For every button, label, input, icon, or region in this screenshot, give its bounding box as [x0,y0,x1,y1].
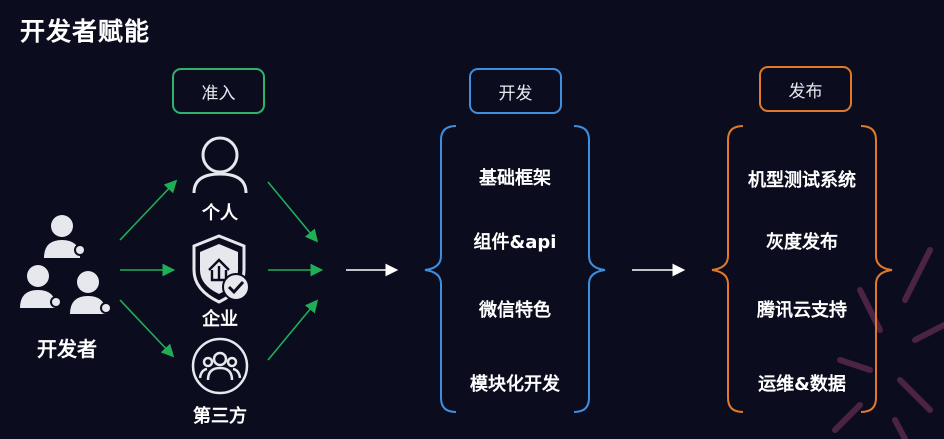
person-icon [192,136,248,194]
stage-badge-entry: 准入 [172,68,265,114]
developer-to-roles-arrows [119,179,178,358]
publish-bracket [711,125,893,413]
publish-item: 灰度发布 [766,232,838,253]
page-title: 开发者赋能 [20,17,151,46]
developer-group-icon [20,215,112,314]
develop-item: 组件&api [473,232,557,253]
publish-item: 腾讯云支持 [757,300,847,321]
develop-item: 基础框架 [479,168,551,189]
role-label-third-party: 第三方 [193,406,247,427]
develop-item: 微信特色 [479,300,551,321]
enterprise-shield-icon [192,234,250,304]
develop-bracket [424,125,606,413]
publish-item: 运维&数据 [758,374,846,395]
stage-badge-develop: 开发 [469,68,562,114]
role-label-enterprise: 企业 [202,309,238,330]
decorative-burst [832,247,944,439]
develop-item: 模块化开发 [470,374,560,395]
publish-item: 机型测试系统 [748,170,856,191]
role-label-individual: 个人 [202,203,238,224]
developer-label: 开发者 [37,337,97,361]
stage-badge-publish: 发布 [759,66,852,112]
group-icon [191,337,249,395]
roles-to-merge-arrows [267,181,324,361]
